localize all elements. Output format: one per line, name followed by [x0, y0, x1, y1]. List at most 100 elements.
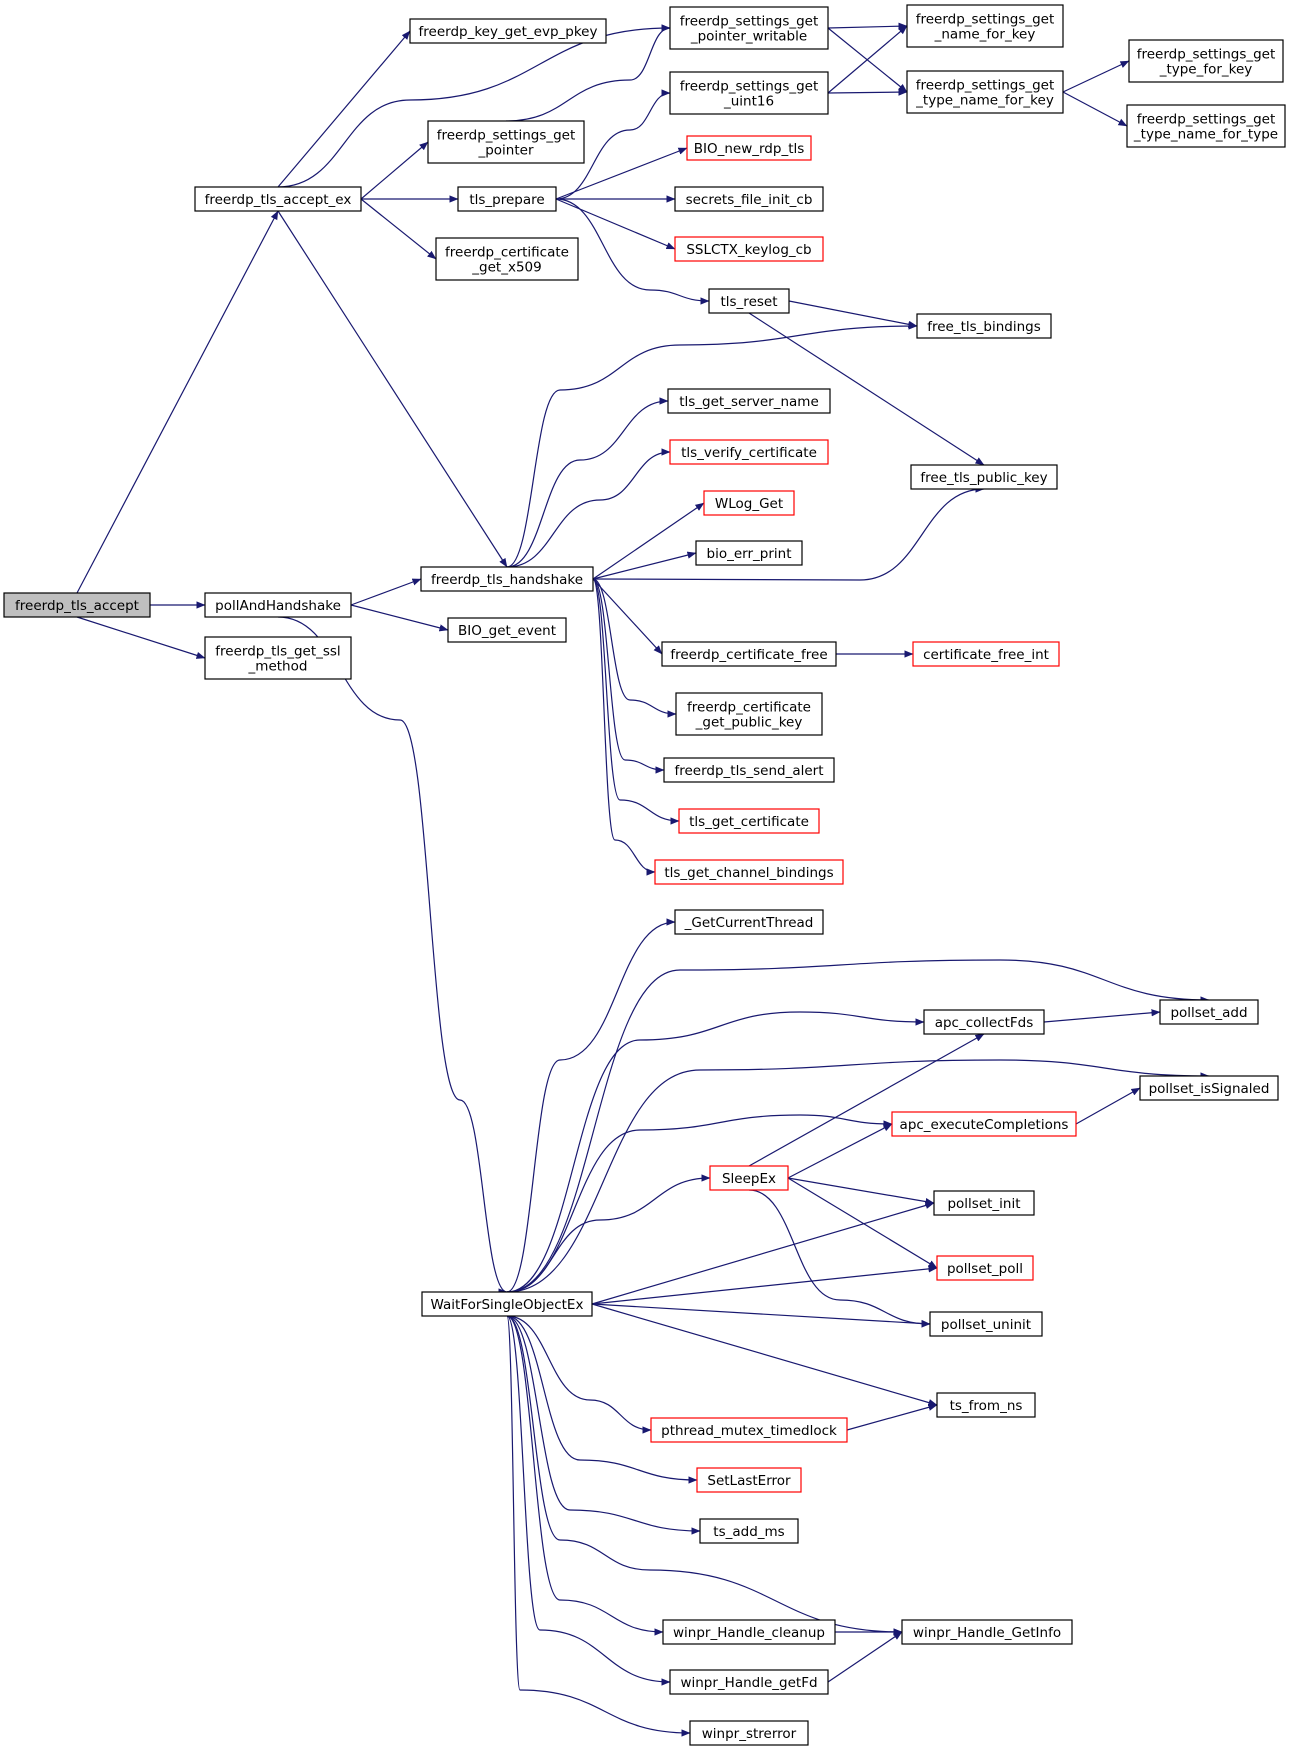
node-box[interactable] [901, 1619, 1073, 1645]
node-tls-prepare[interactable]: tls_prepare [457, 186, 557, 212]
node-tls-verify-certificate[interactable]: tls_verify_certificate [669, 439, 829, 465]
node-apc-executecompletions[interactable]: apc_executeCompletions [891, 1111, 1077, 1137]
node-freerdp-tls-get-ssl-method[interactable]: freerdp_tls_get_ssl_method [204, 636, 352, 680]
node-box[interactable] [695, 540, 803, 566]
node-box[interactable] [674, 909, 824, 935]
node-box[interactable] [891, 1111, 1077, 1137]
node-freerdp-tls-handshake[interactable]: freerdp_tls_handshake [420, 566, 594, 592]
node-tls-get-certificate[interactable]: tls_get_certificate [678, 808, 820, 834]
node-box[interactable] [689, 1720, 809, 1746]
node-box[interactable] [923, 1009, 1045, 1035]
node-freerdp-certificate-get-x509[interactable]: freerdp_certificate_get_x509 [435, 237, 579, 281]
node-bio-new-rdp-tls[interactable]: BIO_new_rdp_tls [686, 135, 812, 161]
node-bio-err-print[interactable]: bio_err_print [695, 540, 803, 566]
node-box[interactable] [1126, 104, 1286, 148]
node-box[interactable] [936, 1255, 1034, 1281]
node-winpr-handle-getfd[interactable]: winpr_Handle_getFd [669, 1669, 829, 1695]
node-box[interactable] [669, 439, 829, 465]
node-box[interactable] [669, 6, 829, 50]
node-box[interactable] [678, 808, 820, 834]
node-freerdp-settings-get-uint16[interactable]: freerdp_settings_get_uint16 [669, 71, 829, 115]
node-box[interactable] [457, 186, 557, 212]
node-winpr-handle-getinfo[interactable]: winpr_Handle_GetInfo [901, 1619, 1073, 1645]
node-box[interactable] [703, 490, 795, 516]
node-box[interactable] [709, 1165, 789, 1191]
node-box[interactable] [3, 592, 151, 618]
node-freerdp-tls-accept-ex[interactable]: freerdp_tls_accept_ex [194, 186, 362, 212]
node-free-tls-public-key[interactable]: free_tls_public_key [910, 464, 1058, 490]
node-box[interactable] [194, 186, 362, 212]
node-pthread-mutex-timedlock[interactable]: pthread_mutex_timedlock [650, 1417, 848, 1443]
node-bio-get-event[interactable]: BIO_get_event [447, 617, 567, 643]
node-pollset-uninit[interactable]: pollset_uninit [929, 1311, 1043, 1337]
node-freerdp-tls-accept[interactable]: freerdp_tls_accept [3, 592, 151, 618]
node-wlog-get[interactable]: WLog_Get [703, 490, 795, 516]
node-box[interactable] [906, 4, 1064, 48]
node-free-tls-bindings[interactable]: free_tls_bindings [916, 313, 1052, 339]
node-box[interactable] [663, 757, 835, 783]
node-box[interactable] [204, 592, 352, 618]
node-pollset-init[interactable]: pollset_init [933, 1190, 1035, 1216]
node-box[interactable] [708, 288, 790, 314]
node-pollset-add[interactable]: pollset_add [1159, 999, 1259, 1025]
node-box[interactable] [916, 313, 1052, 339]
node-tls-get-server-name[interactable]: tls_get_server_name [667, 388, 831, 414]
node-box[interactable] [1159, 999, 1259, 1025]
node-box[interactable] [674, 236, 824, 262]
node-box[interactable] [675, 692, 823, 736]
node-getcurrentthread[interactable]: _GetCurrentThread [674, 909, 824, 935]
node-box[interactable] [674, 186, 824, 212]
node-sslctx-keylog-cb[interactable]: SSLCTX_keylog_cb [674, 236, 824, 262]
node-box[interactable] [912, 641, 1060, 667]
node-pollset-poll[interactable]: pollset_poll [936, 1255, 1034, 1281]
node-pollandhandshake[interactable]: pollAndHandshake [204, 592, 352, 618]
node-freerdp-settings-get-type-for-key[interactable]: freerdp_settings_get_type_for_key [1128, 39, 1284, 83]
node-winpr-strerror[interactable]: winpr_strerror [689, 1720, 809, 1746]
node-certificate-free-int[interactable]: certificate_free_int [912, 641, 1060, 667]
node-box[interactable] [654, 859, 844, 885]
node-freerdp-settings-get-type-name-for-type[interactable]: freerdp_settings_get_type_name_for_type [1126, 104, 1286, 148]
node-freerdp-certificate-free[interactable]: freerdp_certificate_free [661, 641, 837, 667]
node-winpr-handle-cleanup[interactable]: winpr_Handle_cleanup [662, 1619, 836, 1645]
node-secrets-file-init-cb[interactable]: secrets_file_init_cb [674, 186, 824, 212]
node-freerdp-settings-get-type-name-for-key[interactable]: freerdp_settings_get_type_name_for_key [906, 70, 1064, 114]
node-box[interactable] [204, 636, 352, 680]
node-sleepex[interactable]: SleepEx [709, 1165, 789, 1191]
node-freerdp-tls-send-alert[interactable]: freerdp_tls_send_alert [663, 757, 835, 783]
node-box[interactable] [696, 1467, 802, 1493]
node-box[interactable] [662, 1619, 836, 1645]
node-box[interactable] [420, 566, 594, 592]
node-pollset-issignaled[interactable]: pollset_isSignaled [1139, 1075, 1279, 1101]
node-tls-reset[interactable]: tls_reset [708, 288, 790, 314]
node-box[interactable] [906, 70, 1064, 114]
node-freerdp-key-get-evp-pkey[interactable]: freerdp_key_get_evp_pkey [409, 18, 607, 44]
node-box[interactable] [699, 1518, 799, 1544]
node-ts-from-ns[interactable]: ts_from_ns [936, 1392, 1036, 1418]
node-waitforsingleobjectex[interactable]: WaitForSingleObjectEx [421, 1291, 593, 1317]
node-box[interactable] [409, 18, 607, 44]
node-box[interactable] [929, 1311, 1043, 1337]
node-apc-collectfds[interactable]: apc_collectFds [923, 1009, 1045, 1035]
node-box[interactable] [669, 1669, 829, 1695]
node-freerdp-settings-get-pointer[interactable]: freerdp_settings_get_pointer [427, 120, 585, 164]
node-box[interactable] [1139, 1075, 1279, 1101]
node-box[interactable] [936, 1392, 1036, 1418]
node-tls-get-channel-bindings[interactable]: tls_get_channel_bindings [654, 859, 844, 885]
node-freerdp-settings-get-name-for-key[interactable]: freerdp_settings_get_name_for_key [906, 4, 1064, 48]
node-box[interactable] [421, 1291, 593, 1317]
node-box[interactable] [667, 388, 831, 414]
node-ts-add-ms[interactable]: ts_add_ms [699, 1518, 799, 1544]
node-box[interactable] [1128, 39, 1284, 83]
node-box[interactable] [686, 135, 812, 161]
node-box[interactable] [650, 1417, 848, 1443]
node-box[interactable] [933, 1190, 1035, 1216]
node-box[interactable] [435, 237, 579, 281]
node-box[interactable] [427, 120, 585, 164]
node-freerdp-certificate-get-public-key[interactable]: freerdp_certificate_get_public_key [675, 692, 823, 736]
node-box[interactable] [661, 641, 837, 667]
node-setlasterror[interactable]: SetLastError [696, 1467, 802, 1493]
node-box[interactable] [669, 71, 829, 115]
node-box[interactable] [910, 464, 1058, 490]
node-freerdp-settings-get-pointer-writable[interactable]: freerdp_settings_get_pointer_writable [669, 6, 829, 50]
node-box[interactable] [447, 617, 567, 643]
